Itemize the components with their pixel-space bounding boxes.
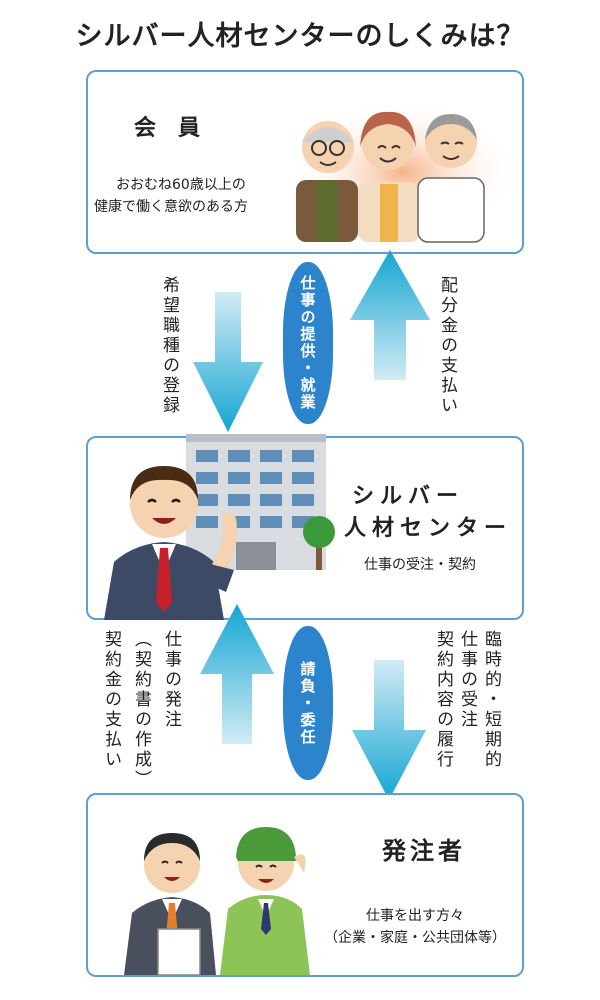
client-title: 発注者 (382, 837, 466, 865)
client-box: 発注者 仕事を出す方々 （企業・家庭・公共団体等） (86, 793, 524, 977)
flow-order-payment-label: 契約金の支払い (101, 630, 121, 770)
page-title: シルバー人材センターのしくみは？ (75, 21, 525, 52)
member-desc-line1: おおむね60歳以上の (116, 177, 246, 193)
flow-distribution-label: 配分金の支払い (437, 276, 457, 416)
flow-perform-order-label: 仕事の受注 (457, 630, 477, 730)
flow-order-contract-label: （契約書の作成） (131, 630, 151, 790)
client-desc-line1: 仕事を出す方々 (366, 908, 464, 924)
center-box: シルバー 人材センター 仕事の受注・契約 (86, 434, 524, 620)
member-desc-line2: 健康で働く意欲のある方 (94, 199, 248, 215)
arrow-down-register (193, 292, 263, 432)
member-box: 会 員 おおむね60歳以上の 健康で働く意欲のある方 (86, 70, 524, 254)
client-workers-illustration (124, 827, 310, 976)
member-title: 会 員 (134, 116, 201, 141)
arrow-down-perform (352, 660, 426, 800)
client-desc-line2: （企業・家庭・公共団体等） (324, 930, 506, 946)
flow-perform-label: 臨時的・短期的 (481, 630, 501, 770)
arrow-up-order (200, 604, 274, 744)
businessman-illustration (104, 466, 237, 620)
flow-perform-execute-label: 契約内容の履行 (433, 630, 453, 770)
flow-order-label: 仕事の発注 (161, 630, 181, 730)
flow-offer-pill: 仕事の提供・就業 (283, 262, 333, 424)
center-title-line1: シルバー (352, 484, 465, 509)
elderly-members-illustration (288, 100, 518, 244)
flow-register-label: 希望職種の登録 (159, 276, 179, 416)
center-desc: 仕事の受注・契約 (364, 557, 476, 573)
center-title-line2: 人材センター (344, 516, 513, 541)
arrow-up-distribution (350, 250, 430, 380)
flow-contract-pill: 請負・委任 (283, 626, 333, 780)
